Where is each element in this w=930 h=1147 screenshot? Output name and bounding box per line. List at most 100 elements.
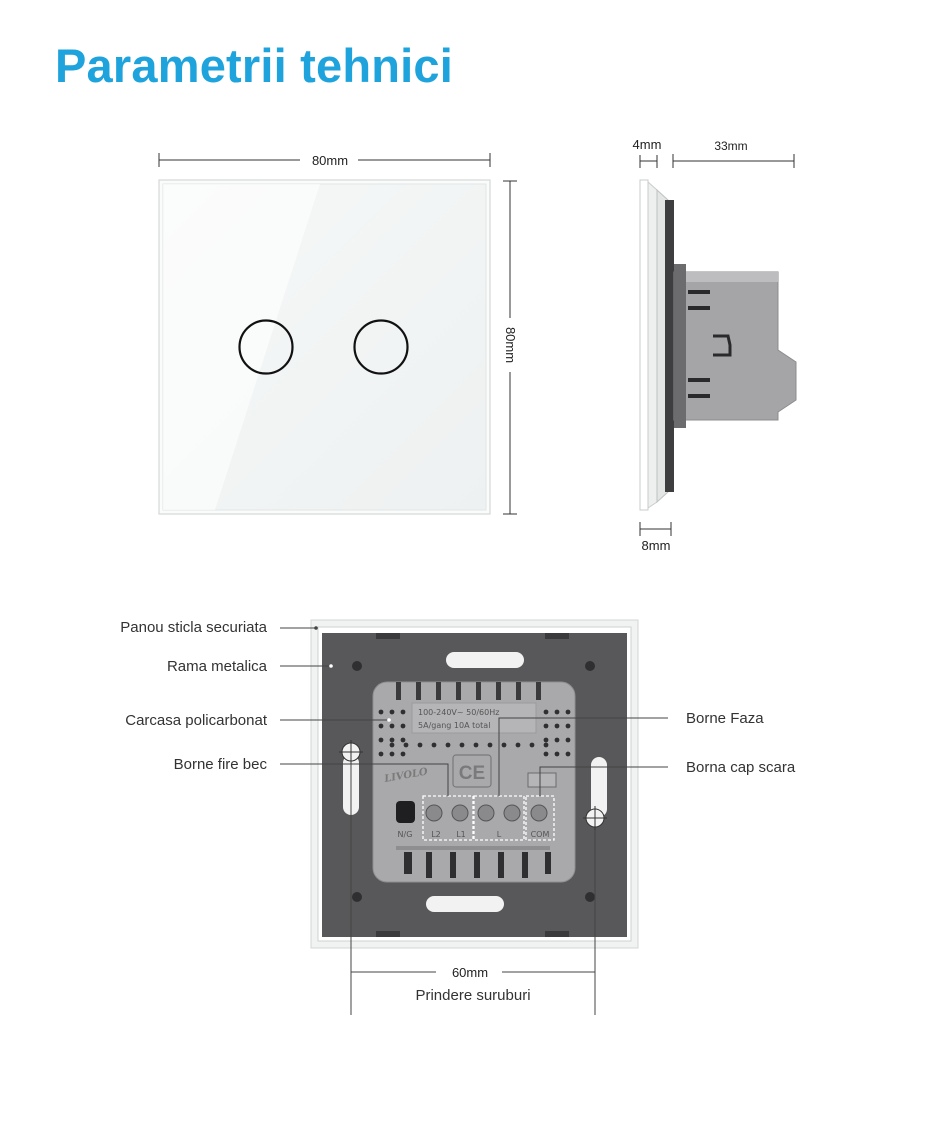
vent-dot bbox=[543, 742, 549, 748]
glass-reflection bbox=[163, 184, 320, 510]
front-height-label: 80mm bbox=[503, 327, 518, 363]
module-rating-line1: 100-240V~ 50/60Hz bbox=[418, 708, 499, 717]
vent-dot bbox=[400, 709, 406, 715]
page-title: Parametrii tehnici bbox=[55, 39, 454, 92]
frame-depth-dimension: 8mm bbox=[639, 522, 672, 553]
screw-distance-dimension: 60mm Prindere suruburi bbox=[350, 764, 596, 1015]
vent-dot bbox=[565, 709, 571, 715]
frame-slot-bottom bbox=[426, 896, 504, 912]
vent-dot bbox=[473, 742, 479, 748]
frame-notch-top-right bbox=[545, 633, 569, 639]
front-width-dimension: 80mm bbox=[158, 153, 491, 168]
side-glass-edge bbox=[647, 180, 658, 509]
ce-mark: CE bbox=[459, 763, 485, 784]
side-clip-4 bbox=[688, 394, 710, 398]
body-depth-dimension: 33mm bbox=[672, 139, 795, 168]
side-clip-3 bbox=[688, 378, 710, 382]
vent-dot bbox=[403, 742, 409, 748]
terminal-label-l: L bbox=[497, 830, 502, 839]
vent-dot bbox=[554, 709, 560, 715]
front-width-label: 80mm bbox=[312, 153, 348, 168]
vent-dot bbox=[565, 723, 571, 729]
callout-glass-panel: Panou sticla securiata bbox=[120, 619, 267, 636]
vent-dot bbox=[529, 742, 535, 748]
callout-bulb-terminals: Borne fire bec bbox=[174, 756, 268, 773]
side-metal-frame bbox=[665, 200, 674, 492]
terminal-ng bbox=[396, 801, 415, 823]
vent-dot bbox=[501, 742, 507, 748]
corner-screws bbox=[352, 661, 595, 902]
glass-thickness-label: 4mm bbox=[633, 137, 662, 152]
callout-metal-frame: Rama metalica bbox=[167, 658, 268, 675]
vent-dot bbox=[445, 742, 451, 748]
polycarbonate-module: 100-240V~ 50/60Hz 5A/gang 10A total LIVO… bbox=[372, 681, 576, 883]
vent-dot bbox=[459, 742, 465, 748]
callout-stair-terminal: Borna cap scara bbox=[686, 759, 796, 776]
callout-phase-terminals: Borne Faza bbox=[686, 710, 764, 727]
vent-dot bbox=[543, 709, 549, 715]
module-top-fins bbox=[396, 682, 541, 700]
vent-dot bbox=[431, 742, 437, 748]
vent-dot bbox=[400, 737, 406, 743]
body-depth-label: 33mm bbox=[714, 139, 747, 153]
vent-dot bbox=[400, 723, 406, 729]
terminal-label-com: COM bbox=[531, 830, 550, 839]
frame-notch-top-left bbox=[376, 633, 400, 639]
module-vent-dots bbox=[378, 709, 571, 757]
mount-hole-left bbox=[339, 740, 363, 764]
glass-thickness-dimension: 4mm bbox=[633, 137, 662, 168]
side-clip-1 bbox=[688, 290, 710, 294]
vent-dot bbox=[389, 737, 395, 743]
stair-switch-block bbox=[527, 772, 557, 788]
front-height-dimension: 80mm bbox=[503, 180, 518, 515]
vent-dot bbox=[554, 737, 560, 743]
vent-dot bbox=[378, 737, 384, 743]
vent-dot bbox=[487, 742, 493, 748]
callout-polycarbonate-case: Carcasa policarbonat bbox=[125, 712, 268, 729]
frame-notch-bottom-left bbox=[376, 931, 400, 937]
terminal-label-l1: L1 bbox=[456, 830, 466, 839]
vent-dot bbox=[389, 742, 395, 748]
vent-dot bbox=[543, 751, 549, 757]
vent-dot bbox=[554, 751, 560, 757]
vent-dot bbox=[554, 723, 560, 729]
vent-dot bbox=[565, 737, 571, 743]
front-view: 80mm 80mm bbox=[158, 153, 518, 515]
side-terminal-clip bbox=[713, 334, 732, 357]
terminal-screws bbox=[425, 804, 548, 822]
vent-dot bbox=[400, 751, 406, 757]
vent-dot bbox=[417, 742, 423, 748]
module-rating-line2: 5A/gang 10A total bbox=[418, 721, 490, 730]
terminal-label-l2: L2 bbox=[431, 830, 441, 839]
frame-notch-bottom-right bbox=[545, 931, 569, 937]
vent-dot bbox=[565, 751, 571, 757]
vent-dot bbox=[389, 751, 395, 757]
vent-dot bbox=[543, 723, 549, 729]
screw-distance-caption: Prindere suruburi bbox=[415, 987, 530, 1004]
ce-mark-frame bbox=[452, 754, 492, 788]
frame-slot-top bbox=[446, 652, 524, 668]
frame-depth-label: 8mm bbox=[642, 538, 671, 553]
side-module-top-edge bbox=[686, 272, 778, 282]
module-bottom-fins bbox=[396, 846, 551, 878]
side-clip-2 bbox=[688, 306, 710, 310]
mount-hole-right bbox=[583, 806, 607, 830]
back-view: 100-240V~ 50/60Hz 5A/gang 10A total LIVO… bbox=[120, 619, 796, 1015]
highlight-stair-terminal bbox=[525, 795, 555, 841]
vent-dot bbox=[378, 709, 384, 715]
vent-dot bbox=[378, 723, 384, 729]
vent-dot bbox=[389, 723, 395, 729]
vent-dot bbox=[389, 709, 395, 715]
side-glass-plate bbox=[639, 179, 649, 511]
side-module-base bbox=[674, 264, 686, 428]
screw-distance-label: 60mm bbox=[452, 965, 488, 980]
side-view: 4mm 33mm 8mm bbox=[633, 137, 797, 553]
frame-slot-right bbox=[591, 757, 607, 817]
callouts: Panou sticla securiata Rama metalica Car… bbox=[120, 619, 796, 796]
touch-button-right bbox=[353, 319, 409, 375]
vent-dot bbox=[543, 737, 549, 743]
vent-dot bbox=[515, 742, 521, 748]
touch-button-left bbox=[238, 319, 294, 375]
terminal-label-ng: N/G bbox=[398, 830, 413, 839]
